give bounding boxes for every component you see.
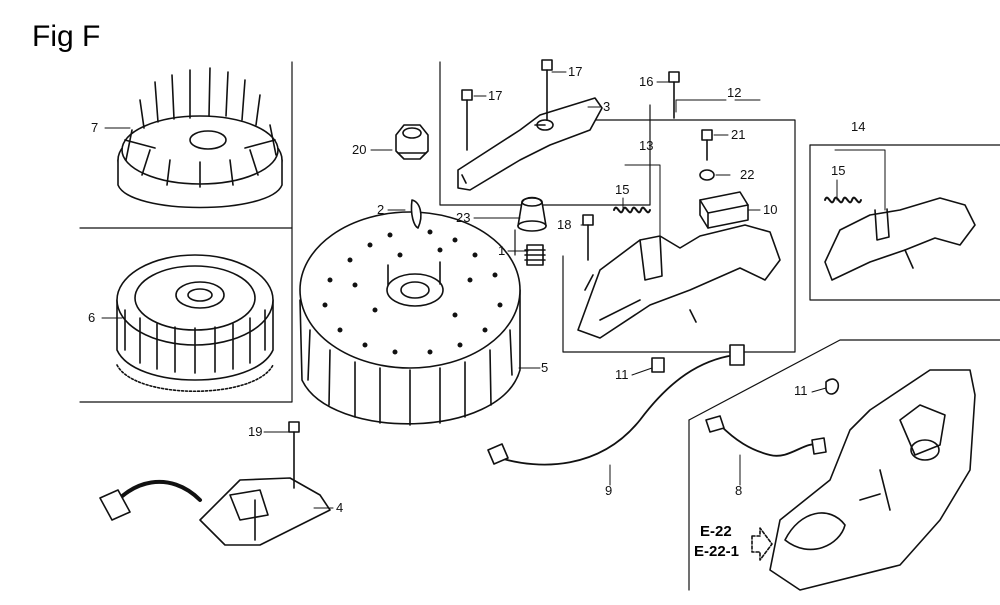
arm-assembly-12: [577, 224, 781, 339]
callout-13: 13: [639, 138, 654, 153]
flywheel-7: [117, 67, 283, 209]
ignition-coil-4: [99, 477, 331, 546]
bracket-3: [457, 97, 603, 191]
arm-assembly-14: [824, 197, 976, 281]
nut-22: [699, 169, 715, 181]
callout-11-left: 11: [615, 367, 629, 382]
callout-23: 23: [456, 210, 471, 225]
callout-20: 20: [352, 142, 367, 157]
bolt-18: [582, 214, 594, 261]
wire-9: [487, 344, 745, 466]
callout-11-right: 11: [794, 383, 808, 398]
callout-17-right: 17: [568, 64, 583, 79]
reference-e22: E-22: [700, 523, 732, 540]
callout-6: 6: [88, 310, 96, 325]
clip-11-right: [825, 378, 840, 395]
figure-title: Fig F: [32, 20, 101, 53]
flywheel-6: [116, 254, 274, 392]
control-panel: [769, 369, 976, 591]
flywheel-5: [299, 211, 521, 426]
callout-12: 12: [727, 85, 742, 100]
callout-15-right: 15: [831, 163, 846, 178]
switch-10: [699, 191, 749, 229]
callout-19: 19: [248, 424, 263, 439]
bolt-21: [701, 129, 713, 161]
callout-1: 1: [498, 243, 506, 258]
clip-11-left: [651, 357, 665, 373]
ref-arrow-icon: [751, 527, 773, 561]
bolt-17-left: [461, 89, 473, 151]
bolt-16: [668, 71, 680, 119]
callout-3: 3: [603, 99, 611, 114]
wire-8: [705, 415, 827, 457]
callout-14: 14: [851, 119, 866, 134]
callout-8: 8: [735, 483, 743, 498]
callout-9: 9: [605, 483, 613, 498]
cap-23: [517, 196, 547, 232]
callout-10: 10: [763, 202, 778, 217]
callout-2: 2: [377, 202, 385, 217]
reference-e22-1: E-22-1: [694, 543, 740, 560]
callout-22: 22: [740, 167, 755, 182]
callout-7: 7: [91, 120, 99, 135]
callout-21: 21: [731, 127, 746, 142]
group-frames: [79, 61, 1000, 591]
callout-4: 4: [336, 500, 344, 515]
bolt-19: [288, 421, 300, 489]
spring-15-left: [613, 206, 651, 214]
bolt-17-right: [541, 59, 553, 121]
spring-15-right: [824, 196, 862, 204]
grommet-1: [524, 244, 546, 266]
nut-20: [395, 124, 429, 160]
callout-16: 16: [639, 74, 654, 89]
callout-15-left: 15: [615, 182, 630, 197]
key-2: [410, 199, 422, 229]
callout-18: 18: [557, 217, 572, 232]
callout-5: 5: [541, 360, 549, 375]
callout-17-left: 17: [488, 88, 503, 103]
leader-lines: [101, 71, 886, 509]
